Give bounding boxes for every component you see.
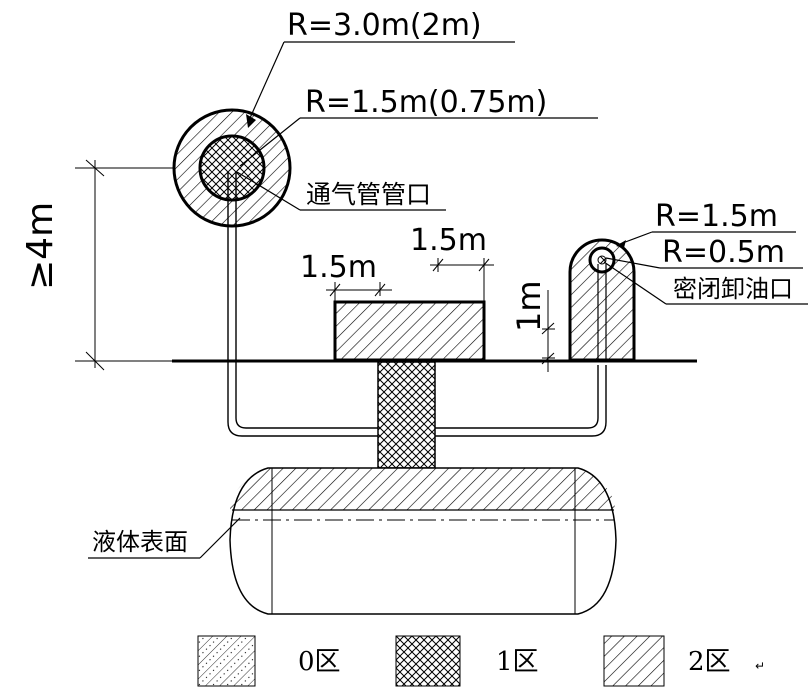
unload-name-label: 密闭卸油口 [673,275,793,303]
legend: 0区 1区 2区 ↵ [197,635,765,687]
vent-outer-leader [249,41,285,119]
legend-label-zone-0: 0区 [298,647,341,677]
vent-outer-arrow [246,114,256,128]
height-label-b: 1m [510,280,548,332]
vent-name-leader [236,171,301,211]
unload-name-leader [603,261,667,305]
unload-inner-radius-label: R=0.5m [662,235,785,270]
tank [229,467,617,615]
unload-outer-radius-label: R=1.5m [655,199,778,234]
vent-inner-zone [198,134,266,202]
legend-label-zone-1: 1区 [496,647,539,677]
legend-label-zone-2: 2区 [688,647,731,677]
width-label-b: 1.5m [410,223,487,258]
height-dimension [75,159,232,371]
vent-name-label: 通气管管口 [306,180,431,209]
legend-tail: ↵ [755,659,765,673]
unload-inner-leader [605,257,661,269]
vent-outer-radius-label: R=3.0m(2m) [287,8,482,43]
width-label-a: 1.5m [300,250,377,285]
cover-zone-2 [333,300,486,362]
liquid-surface-label: 液体表面 [92,528,188,556]
legend-swatch-zone-2 [603,635,665,687]
unload-pipe [597,264,607,360]
height-dimension-b [541,290,555,372]
legend-swatch-zone-1 [395,635,461,687]
vent-inner-leader [239,117,301,167]
height-label: ≥4m [20,202,61,290]
legend-swatch-zone-0 [197,635,256,687]
unload-outer-zone [568,238,636,362]
shaft-zone-1 [377,361,436,469]
vent-inner-radius-label: R=1.5m(0.75m) [305,85,547,120]
